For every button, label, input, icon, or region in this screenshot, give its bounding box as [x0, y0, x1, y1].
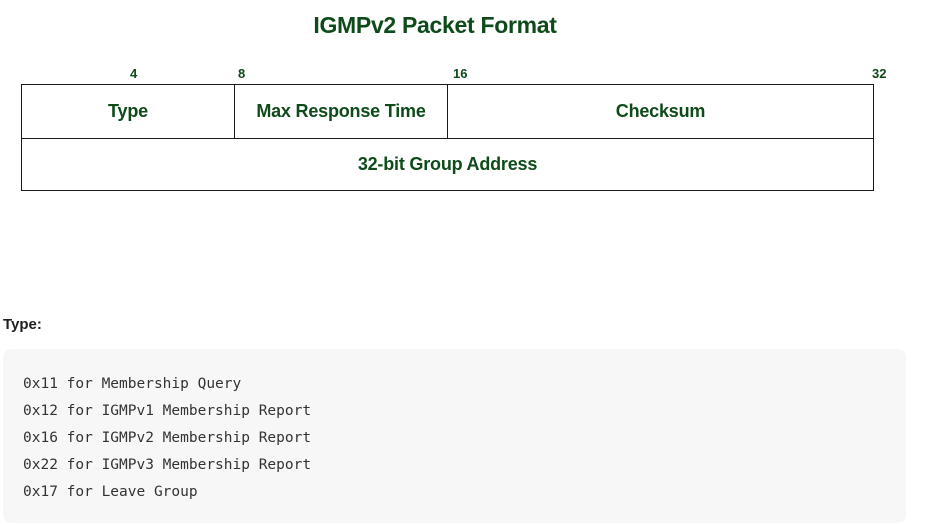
field-group-address: 32-bit Group Address [357, 153, 538, 174]
packet-row-group-address: 32-bit Group Address [22, 138, 873, 190]
bit-label-16: 16 [453, 66, 468, 81]
type-code-block: 0x11 for Membership Query 0x12 for IGMPv… [3, 349, 906, 523]
packet-row-header-fields: Type Max Response Time Checksum [22, 85, 873, 139]
code-line: 0x11 for Membership Query [23, 376, 242, 392]
field-checksum: Checksum [615, 101, 706, 121]
diagram-title: IGMPv2 Packet Format [313, 12, 557, 38]
bit-label-8: 8 [238, 66, 246, 81]
bit-label-32: 32 [872, 66, 887, 81]
code-line: 0x16 for IGMPv2 Membership Report [23, 430, 312, 446]
code-line: 0x17 for Leave Group [23, 484, 198, 500]
field-type: Type [22, 85, 235, 138]
bit-label-4: 4 [130, 66, 138, 81]
code-line: 0x12 for IGMPv1 Membership Report [23, 403, 312, 419]
type-section-label: Type: [3, 316, 42, 333]
code-line: 0x22 for IGMPv3 Membership Report [23, 457, 312, 473]
field-max-response-time: Max Response Time [235, 85, 448, 138]
packet-format-table: Type Max Response Time Checksum 32-bit G… [21, 84, 874, 191]
